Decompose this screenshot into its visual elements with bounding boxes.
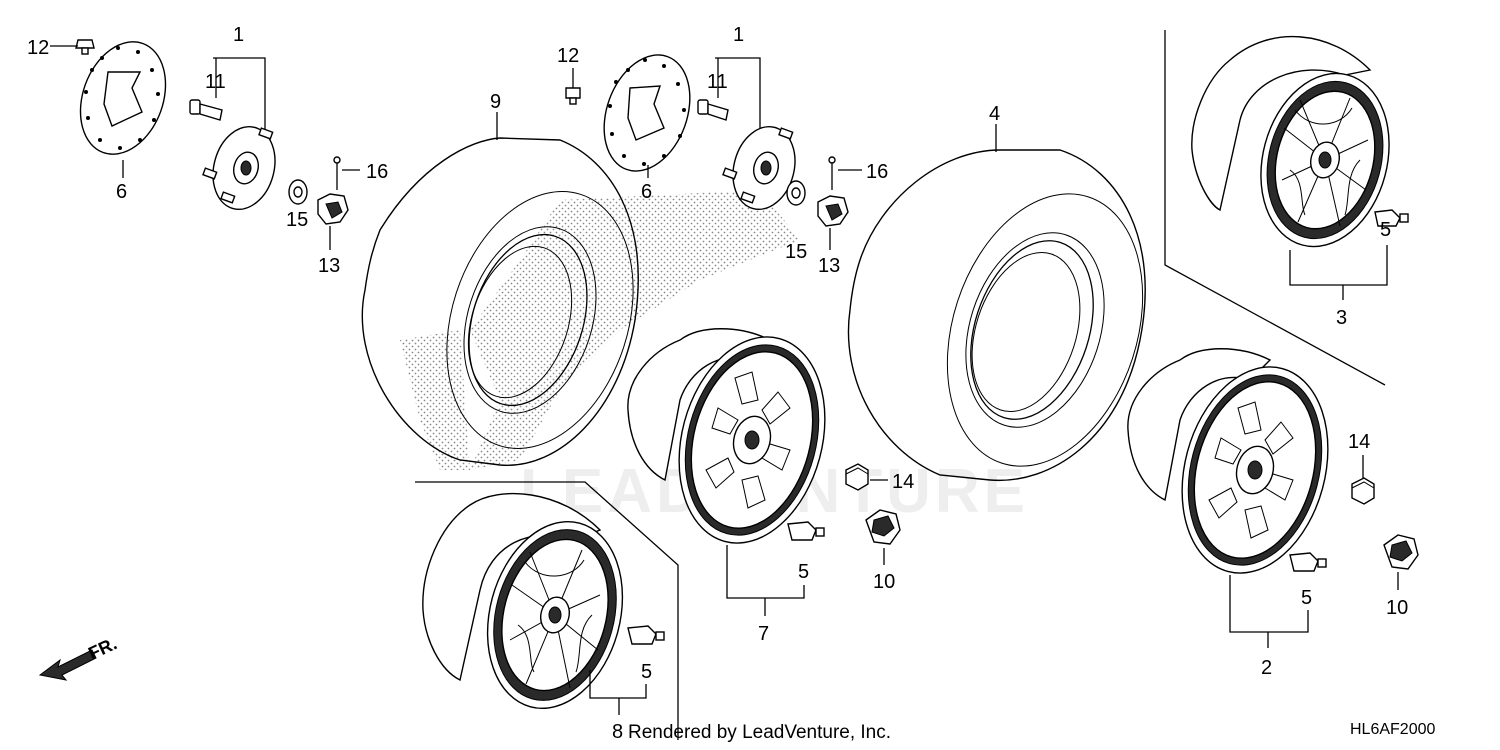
valve-stem-8 — [627, 625, 665, 645]
brake-disc-center — [603, 54, 691, 172]
castle-nut-left — [317, 193, 349, 225]
callout-13-center: 13 — [818, 255, 840, 277]
callout-14-right: 14 — [1348, 431, 1370, 453]
bolt-12-center — [565, 87, 581, 105]
hub-nut-10-right — [1383, 534, 1419, 570]
cotter-pin-center — [828, 156, 836, 190]
washer-left — [288, 179, 308, 205]
callout-7: 7 — [758, 623, 769, 645]
callout-5-wheel8: 5 — [641, 661, 652, 683]
callout-6-left: 6 — [116, 181, 127, 203]
callout-16-center: 16 — [866, 161, 888, 183]
front-direction-arrow: FR. — [38, 633, 120, 681]
callout-15-left: 15 — [286, 209, 308, 231]
callout-14-center: 14 — [892, 471, 914, 493]
callout-9: 9 — [490, 91, 501, 113]
wheel-8 — [422, 492, 624, 709]
callout-8: 8 — [612, 721, 623, 743]
callout-15-center: 15 — [785, 241, 807, 263]
tire-4 — [847, 149, 1146, 482]
callout-11-left: 11 — [205, 71, 226, 93]
hub-nut-10-center — [865, 509, 901, 545]
callout-5-wheel2: 5 — [1301, 587, 1312, 609]
callout-10-right: 10 — [1386, 597, 1408, 619]
divider-bottom — [415, 481, 679, 740]
callout-1-center: 1 — [733, 24, 744, 46]
diagram-code: HL6AF2000 — [1350, 721, 1435, 738]
tire-9 — [361, 137, 639, 466]
callout-12-left: 12 — [27, 37, 49, 59]
valve-stem-3 — [1374, 209, 1409, 227]
valve-stem-7 — [787, 521, 825, 541]
washer-center — [786, 180, 806, 206]
bolt-11-center — [697, 99, 729, 121]
brake-disc-left — [79, 41, 167, 155]
wheel-3 — [1191, 35, 1390, 248]
wheel-7 — [627, 328, 826, 544]
cotter-pin-left — [333, 156, 341, 190]
callout-5-wheel7: 5 — [798, 561, 809, 583]
wheel-hub-left — [202, 125, 276, 211]
callout-16-left: 16 — [366, 161, 388, 183]
callout-2: 2 — [1261, 657, 1272, 679]
divider-right — [1164, 30, 1386, 386]
lug-nut-14-center — [845, 463, 869, 491]
castle-nut-center — [817, 195, 849, 227]
callout-1-left: 1 — [233, 24, 244, 46]
callout-10-center: 10 — [873, 571, 895, 593]
wheel-2 — [1127, 348, 1329, 574]
tire-shading-left — [470, 190, 800, 470]
tire-shading-left-2 — [400, 330, 470, 470]
valve-stem-2 — [1289, 552, 1327, 572]
callout-4: 4 — [989, 103, 1000, 125]
callout-3: 3 — [1336, 307, 1347, 329]
callout-12-center: 12 — [557, 45, 579, 67]
bolt-11-left — [189, 99, 223, 121]
leader-lines — [50, 45, 1399, 715]
wheel-hub-center — [722, 125, 796, 211]
lug-nut-14-right — [1351, 477, 1375, 505]
bolt-12-left — [75, 39, 95, 55]
footer-credit: Rendered by LeadVenture, Inc. — [628, 722, 891, 743]
callout-6-center: 6 — [641, 181, 652, 203]
callout-13-left: 13 — [318, 255, 340, 277]
callout-11-center: 11 — [707, 71, 728, 93]
callout-5-wheel3: 5 — [1380, 219, 1391, 241]
